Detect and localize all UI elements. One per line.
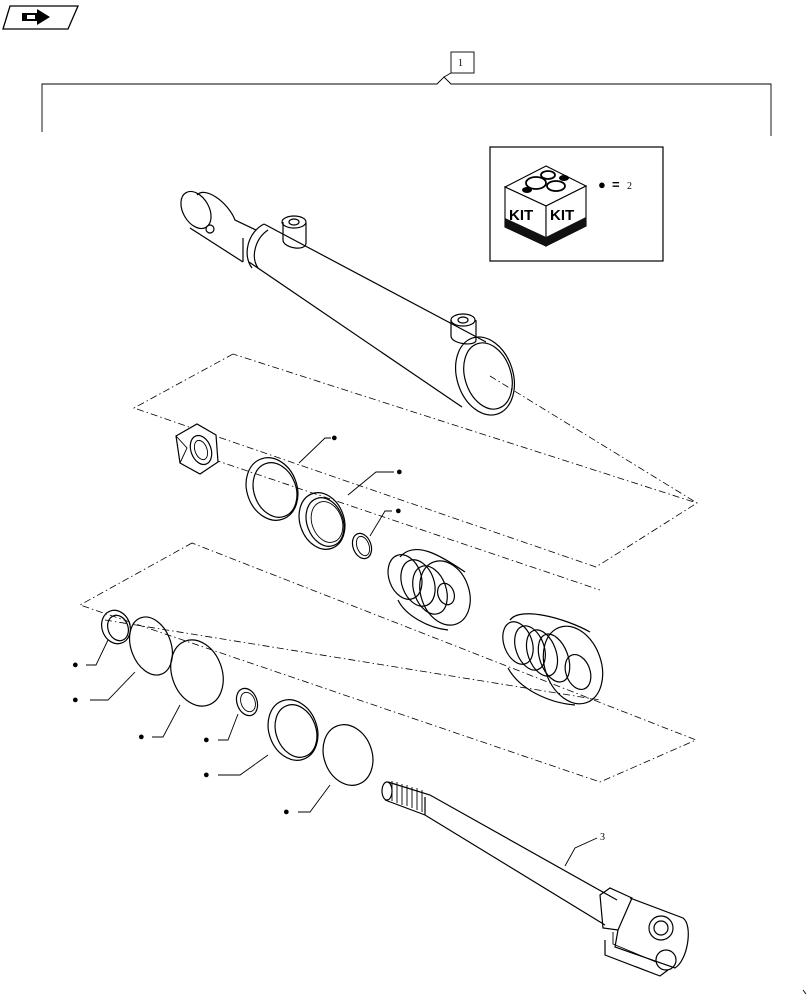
lower-center-axis [104, 619, 601, 701]
kit-label-right: KIT [550, 207, 574, 224]
backup-ring [128, 616, 174, 676]
o-ring-large [170, 639, 224, 707]
o-ring-rod [235, 687, 259, 717]
next-page-button[interactable] [2, 5, 79, 30]
lower-group-outline [79, 542, 698, 783]
piston [387, 548, 471, 631]
rod-wear-ring [267, 699, 319, 761]
kit-marker: ● [203, 734, 210, 746]
upper-group-outline [133, 353, 698, 568]
cylinder-barrel [180, 190, 515, 416]
kit-callouts: ● ● ● ● ● ● ● ● ● [72, 432, 403, 818]
wiper-seal [101, 609, 131, 645]
rod-ref-label: 3 [600, 832, 605, 843]
next-page-icon [22, 9, 50, 25]
rod-ref-callout: 3 [564, 832, 605, 867]
kit-marker: ● [72, 659, 79, 671]
kit-marker: ● [396, 466, 403, 478]
kit-marker: ● [331, 432, 338, 444]
kit-legend: KIT KIT ● = 2 [489, 146, 664, 262]
kit-marker: ● [138, 731, 145, 743]
rod-gland [502, 613, 604, 706]
kit-equals-sign: = [612, 177, 620, 192]
kit-marker: ● [72, 694, 79, 706]
kit-marker: ● [395, 505, 402, 517]
wear-ring [245, 457, 299, 521]
assembly-ref-label: 1 [458, 58, 463, 69]
kit-label-left: KIT [509, 207, 533, 224]
kit-marker: ● [203, 769, 210, 781]
port-fitting-upper [281, 215, 307, 249]
kit-box-icon: KIT KIT [503, 165, 588, 247]
kit-marker: ● [283, 806, 290, 818]
o-ring-small [351, 532, 373, 560]
piston-seal [298, 492, 346, 550]
port-fitting-lower [450, 313, 477, 345]
assembly-bracket: 1 [41, 51, 772, 136]
kit-ref-number: 2 [627, 181, 632, 192]
corner-mark [802, 989, 807, 995]
upper-center-axis [199, 454, 601, 591]
rod-backup-ring [322, 724, 374, 786]
kit-bullet-symbol: ● [598, 177, 606, 192]
piston-rod [381, 781, 689, 977]
hex-nut [175, 423, 219, 475]
barrel-center-axis [489, 375, 698, 504]
